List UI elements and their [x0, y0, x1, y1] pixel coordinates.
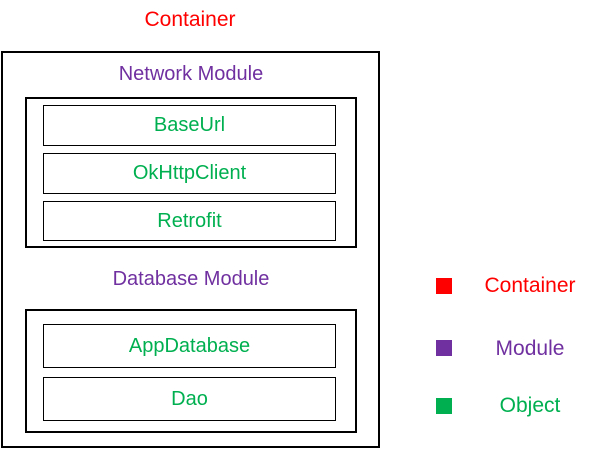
module-label-database: Database Module: [112, 268, 270, 290]
legend-swatch-container: [436, 278, 452, 294]
object-box-appdatabase: AppDatabase: [43, 324, 336, 368]
object-label-dao: Dao: [171, 387, 208, 410]
diagram-title: Container: [144, 8, 236, 31]
object-box-okhttpclient: OkHttpClient: [43, 153, 336, 194]
legend-label-container: Container: [484, 274, 576, 297]
object-label-retrofit: Retrofit: [157, 209, 222, 232]
module-label-network: Network Module: [118, 63, 264, 85]
object-label-okhttpclient: OkHttpClient: [132, 162, 247, 184]
object-box-dao: Dao: [43, 377, 336, 421]
legend-swatch-module: [436, 340, 452, 356]
object-box-retrofit: Retrofit: [43, 201, 336, 241]
object-label-baseurl: BaseUrl: [153, 114, 226, 136]
legend-swatch-object: [436, 398, 452, 414]
object-box-baseurl: BaseUrl: [43, 105, 336, 146]
legend-label-object: Object: [499, 394, 561, 417]
object-label-appdatabase: AppDatabase: [128, 334, 251, 357]
legend-label-module: Module: [495, 337, 565, 360]
